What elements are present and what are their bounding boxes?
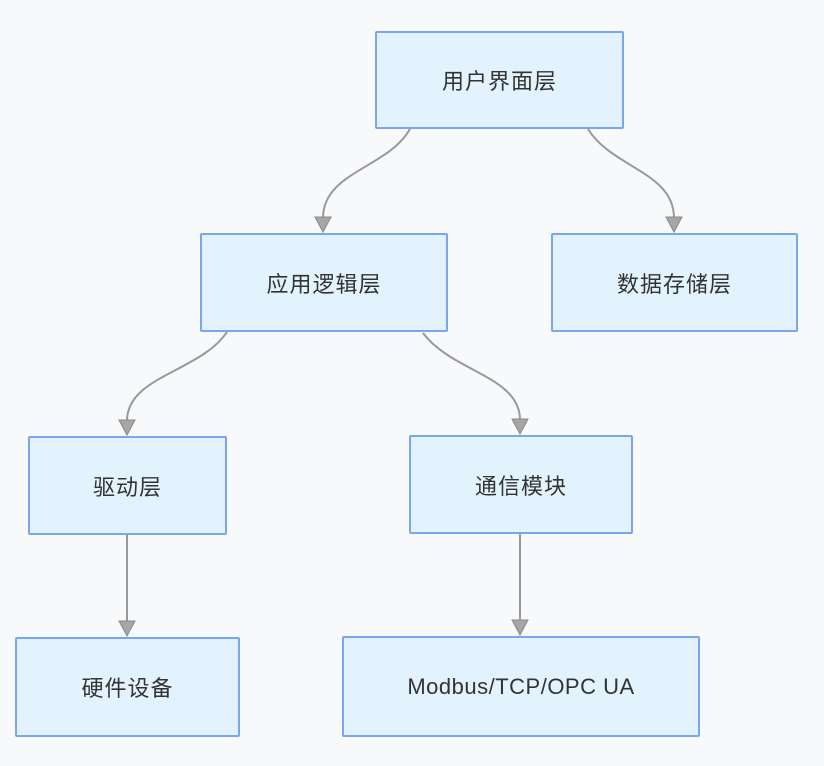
node-hardware-device: 硬件设备 [15, 637, 240, 737]
edge-ui-to-applogic [314, 128, 411, 234]
edge-driver-to-hardware [118, 535, 136, 638]
node-user-interface-layer: 用户界面层 [375, 31, 624, 129]
node-application-logic-layer-label: 应用逻辑层 [266, 271, 382, 297]
node-modbus-tcp-opc-ua-label: Modbus/TCP/OPC UA [407, 673, 635, 699]
node-application-logic-layer: 应用逻辑层 [200, 233, 448, 332]
node-user-interface-layer-label: 用户界面层 [441, 69, 557, 94]
edge-ui-to-storage [587, 128, 683, 234]
edge-comm-to-modbus [511, 534, 529, 637]
node-data-storage-layer-label: 数据存储层 [616, 271, 732, 297]
node-data-storage-layer: 数据存储层 [551, 233, 798, 332]
node-communication-module-label: 通信模块 [474, 473, 567, 499]
node-hardware-device-label: 硬件设备 [81, 676, 174, 701]
node-driver-layer-label: 驱动层 [92, 474, 162, 500]
edge-applogic-to-driver [118, 331, 228, 437]
edge-applogic-to-comm [422, 332, 529, 436]
node-modbus-tcp-opc-ua: Modbus/TCP/OPC UA [342, 636, 700, 737]
node-driver-layer: 驱动层 [28, 436, 227, 535]
node-communication-module: 通信模块 [409, 435, 633, 534]
